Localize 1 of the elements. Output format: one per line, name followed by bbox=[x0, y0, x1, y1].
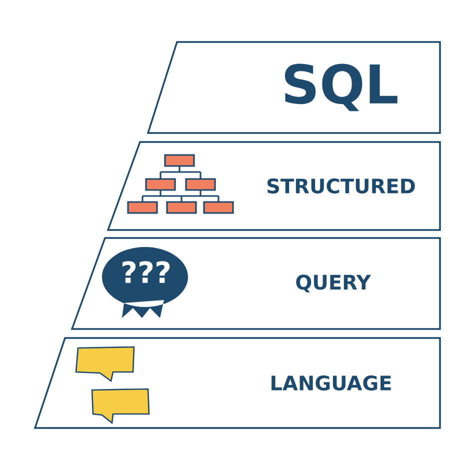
question-marks: ??? bbox=[122, 261, 170, 283]
